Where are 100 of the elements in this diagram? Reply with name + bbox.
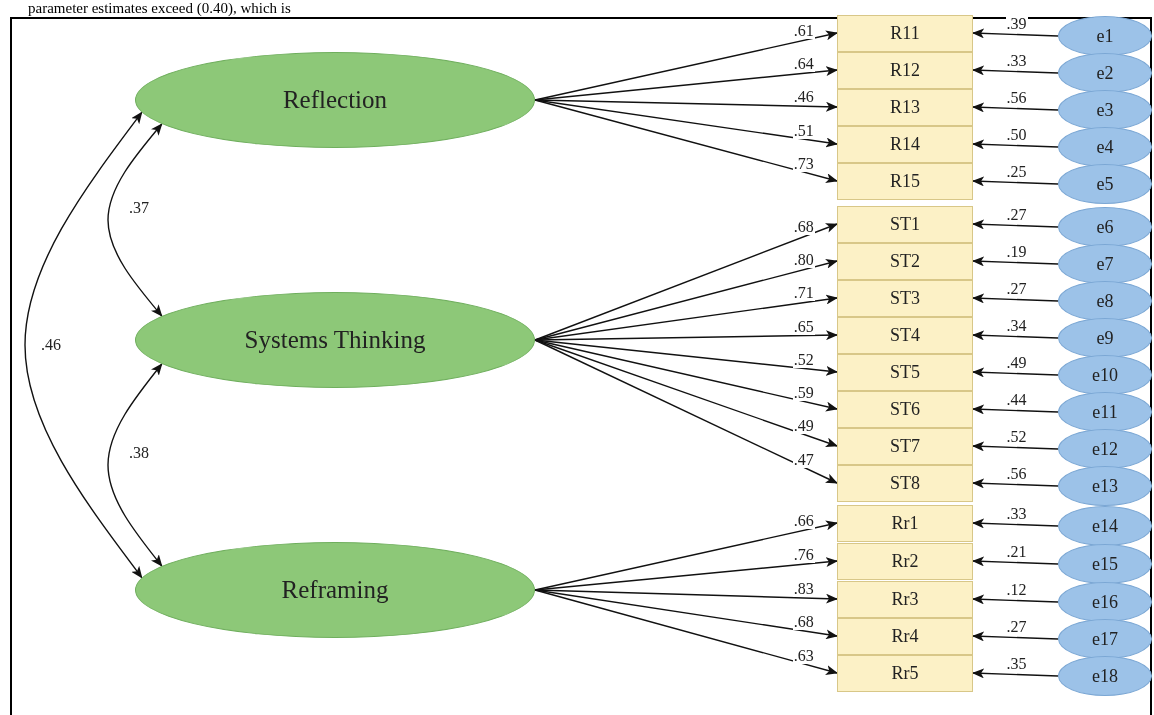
indicator-box — [837, 14, 973, 52]
edge-label: .38 — [128, 445, 150, 461]
error-ellipse — [1058, 656, 1152, 696]
indicator-box — [837, 162, 973, 200]
arrow — [972, 28, 1059, 39]
arrow — [972, 631, 1059, 642]
edge-label: .66 — [792, 512, 815, 529]
indicator-box — [837, 88, 973, 126]
edge-label: .25 — [1005, 163, 1028, 180]
edge-label: .35 — [1005, 655, 1028, 672]
node-label: R11 — [890, 22, 920, 44]
node-label: R13 — [890, 96, 920, 118]
edge-label: .34 — [1005, 317, 1028, 334]
arrow — [972, 102, 1059, 113]
node-label: ST7 — [890, 435, 920, 457]
arrow — [972, 65, 1059, 76]
node-label: e13 — [1092, 475, 1118, 497]
node-label: e11 — [1092, 401, 1118, 423]
edge-label: .56 — [1005, 465, 1028, 482]
edge-label: .64 — [792, 56, 815, 72]
edge-label: .12 — [1005, 581, 1028, 598]
node-label: Rr4 — [891, 625, 919, 647]
edge-label: .52 — [792, 351, 815, 368]
error-ellipse — [1058, 544, 1152, 584]
edge-label: .47 — [792, 451, 815, 468]
edge-label: .21 — [1005, 543, 1028, 560]
error-ellipse — [1058, 392, 1152, 432]
node-label: e16 — [1092, 591, 1118, 613]
edge-label: .52 — [1005, 428, 1028, 445]
error-ellipse — [1058, 164, 1152, 204]
indicator-box — [837, 353, 973, 391]
error-ellipse — [1058, 582, 1152, 622]
edge-label: .83 — [792, 581, 815, 598]
edge-label: .80 — [792, 251, 815, 268]
arrow — [534, 223, 838, 341]
edge-label: .19 — [1005, 243, 1028, 260]
error-ellipse — [1058, 355, 1152, 395]
arrow — [972, 256, 1059, 267]
indicator-box — [837, 125, 973, 163]
node-label: ST5 — [890, 361, 920, 383]
error-ellipse — [1058, 318, 1152, 358]
node-label: ST1 — [890, 213, 920, 235]
error-ellipse — [1058, 619, 1152, 659]
indicator-box — [837, 279, 973, 317]
node-label: e8 — [1096, 290, 1114, 312]
node-label: e7 — [1096, 253, 1114, 275]
error-ellipse — [1058, 466, 1152, 506]
node-label: e4 — [1096, 136, 1114, 158]
arrow — [972, 367, 1059, 378]
arrow — [972, 594, 1059, 605]
indicator-box — [837, 464, 973, 502]
edge-label: .59 — [792, 385, 815, 402]
node-label: Rr3 — [891, 588, 919, 610]
node-label: ST2 — [890, 250, 920, 272]
curved-double-arrow — [107, 123, 163, 317]
curved-double-arrow — [24, 111, 143, 579]
error-ellipse — [1058, 16, 1152, 56]
node-label: e18 — [1092, 665, 1118, 687]
node-label: e17 — [1092, 628, 1118, 650]
error-ellipse — [1058, 90, 1152, 130]
error-ellipse — [1058, 506, 1152, 546]
edge-label: .76 — [792, 546, 815, 563]
error-ellipse — [1058, 127, 1152, 167]
edge-label: .51 — [792, 122, 815, 139]
error-ellipse — [1058, 53, 1152, 93]
indicator-box — [837, 617, 973, 655]
arrow — [972, 478, 1059, 489]
arrow — [534, 589, 838, 675]
edge-label: .27 — [1005, 206, 1028, 223]
edge-label: .49 — [792, 418, 815, 435]
node-label: e1 — [1096, 25, 1114, 47]
edge-label: .37 — [128, 200, 150, 216]
node-label: Reflection — [282, 86, 388, 114]
edge-label: .27 — [1005, 280, 1028, 297]
edge-label: .68 — [792, 218, 815, 235]
indicator-box — [837, 654, 973, 692]
edge-label: .63 — [792, 647, 815, 664]
arrow — [534, 99, 838, 183]
arrow — [972, 404, 1059, 415]
node-label: Rr1 — [891, 512, 919, 534]
edge-label: .39 — [1005, 15, 1028, 32]
edge-label: .33 — [1005, 52, 1028, 69]
node-label: Systems Thinking — [244, 326, 426, 354]
error-ellipse — [1058, 207, 1152, 247]
edge-label: .33 — [1005, 505, 1028, 522]
node-label: Rr5 — [891, 662, 919, 684]
node-label: e15 — [1092, 553, 1118, 575]
error-ellipse — [1058, 429, 1152, 469]
node-label: Reframing — [281, 576, 389, 604]
edge-label: .27 — [1005, 618, 1028, 635]
edge-label: .61 — [792, 22, 815, 39]
arrow — [972, 293, 1059, 304]
edge-label: .44 — [1005, 391, 1028, 408]
node-label: R12 — [890, 59, 920, 81]
node-label: e9 — [1096, 327, 1114, 349]
text-fragment: parameter estimates exceed (0.40), which is — [28, 0, 291, 17]
edge-label: .49 — [1005, 354, 1028, 371]
indicator-box — [837, 390, 973, 428]
node-label: e10 — [1092, 364, 1118, 386]
curved-double-arrow — [107, 363, 163, 567]
